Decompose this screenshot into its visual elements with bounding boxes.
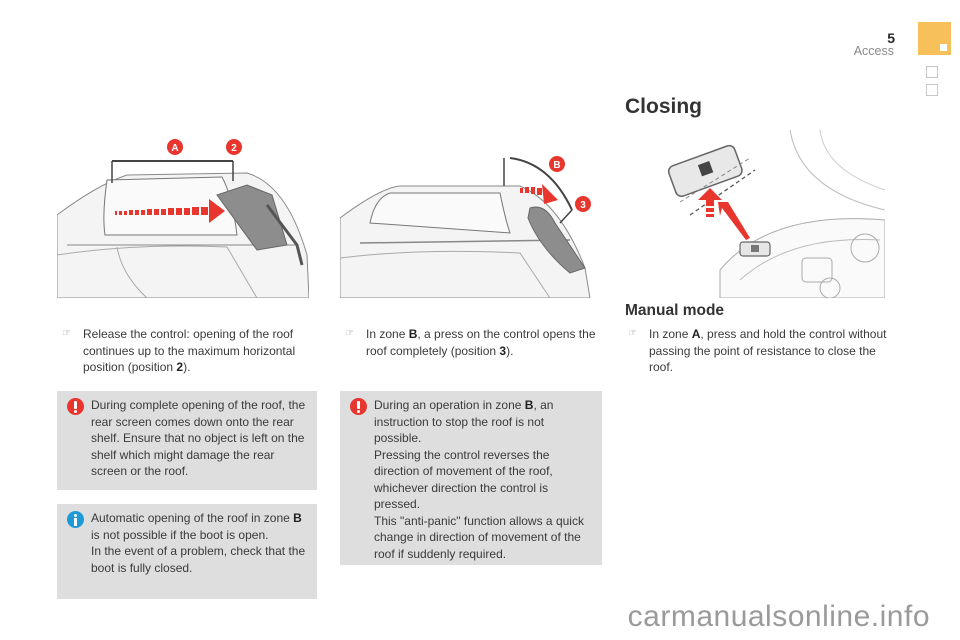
warning-icon	[350, 398, 367, 415]
label-A: A	[171, 143, 178, 154]
section-title: Access	[853, 44, 894, 58]
page-number: 5	[887, 30, 895, 46]
instruction-manual-close: ☞ In zone A, press and hold the control …	[628, 327, 887, 374]
figure-roof-control	[650, 130, 885, 298]
warning-box-anti-panic: During an operation in zone B, an instru…	[340, 391, 602, 565]
tab-indicator	[940, 44, 947, 51]
section-tab[interactable]	[918, 22, 951, 55]
warning-icon	[67, 398, 84, 415]
info-box-boot-open: Automatic opening of the roof in zone B …	[57, 504, 317, 599]
section-tab-empty[interactable]	[926, 84, 938, 96]
instruction-release-control: ☞ Release the control: opening of the ro…	[62, 327, 296, 374]
watermark: carmanualsonline.info	[627, 600, 930, 633]
label-B: B	[553, 160, 560, 171]
pointing-hand-icon: ☞	[345, 328, 354, 339]
subheading-manual-mode: Manual mode	[625, 302, 725, 319]
info-icon	[67, 511, 84, 528]
section-heading-closing: Closing	[625, 95, 702, 118]
pointing-hand-icon: ☞	[628, 328, 637, 339]
instruction-zone-b: ☞ In zone B, a press on the control open…	[345, 327, 596, 358]
label-3: 3	[580, 200, 586, 211]
figure-roof-position-2: A 2	[57, 135, 309, 298]
label-2: 2	[231, 143, 237, 154]
pointing-hand-icon: ☞	[62, 328, 71, 339]
warning-box-rear-shelf: During complete opening of the roof, the…	[57, 391, 317, 490]
section-tab-empty[interactable]	[926, 66, 938, 78]
figure-roof-position-3: B 3	[340, 148, 602, 298]
